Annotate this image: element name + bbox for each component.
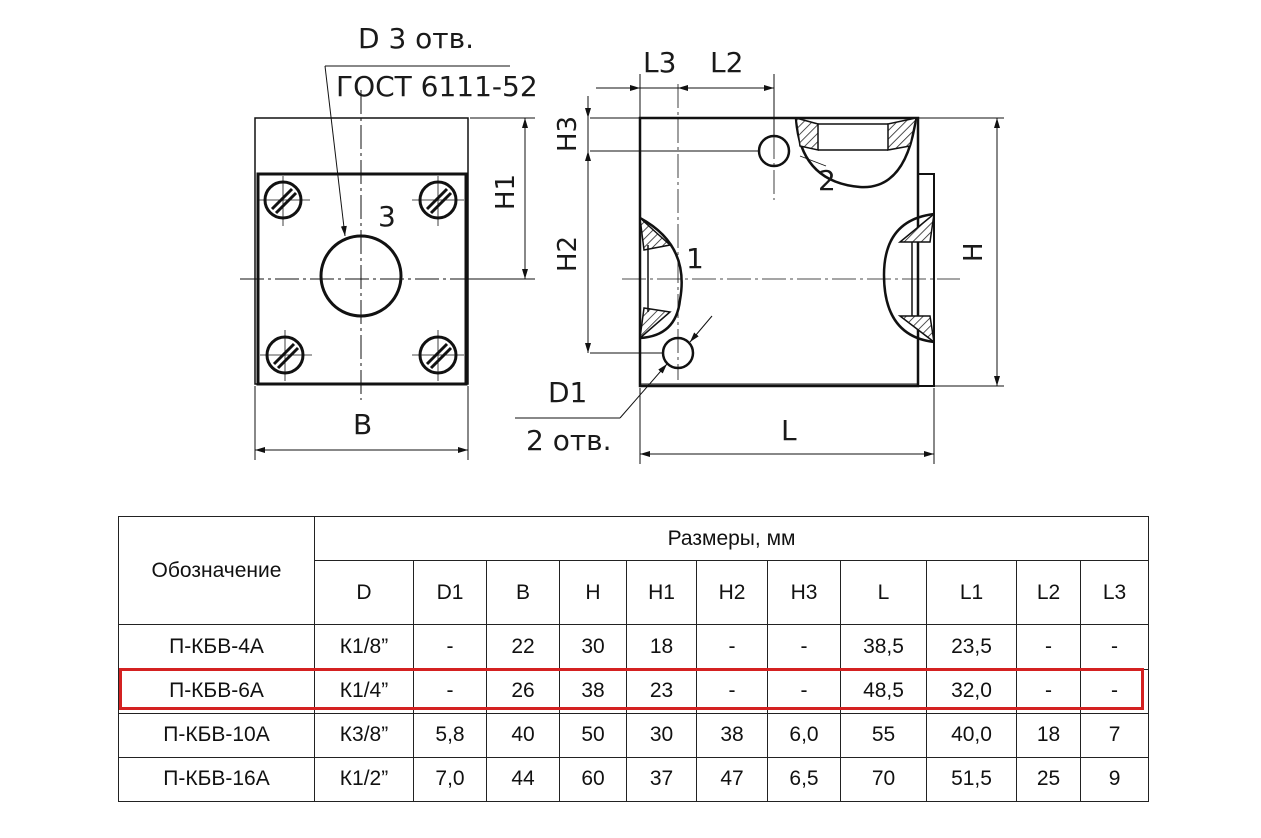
value-cell-d1: - — [413, 624, 487, 670]
value-cell-h1: 30 — [626, 712, 697, 758]
side-view — [515, 74, 1004, 464]
technical-drawing: D 3 отв. ГОСТ 6111-52 3 B H1 L3 L2 H3 H2… — [240, 22, 1004, 464]
value-cell-d1: 5,8 — [413, 712, 487, 758]
designation-header: Обозначение — [118, 515, 315, 626]
value-cell-d1: 7,0 — [413, 756, 487, 803]
value-cell-d: К1/8” — [314, 624, 414, 670]
value-cell-l2: - — [1016, 624, 1081, 670]
column-header-h1: H1 — [626, 560, 697, 626]
value-cell-h2: 47 — [696, 756, 768, 803]
value-cell-l1: 23,5 — [926, 624, 1017, 670]
value-cell-l1: 40,0 — [926, 712, 1017, 758]
label-h3: H3 — [553, 116, 583, 152]
value-cell-l3: 9 — [1079, 756, 1150, 803]
column-header-d1: D1 — [413, 560, 487, 626]
designation-cell: П-КБВ-4А — [118, 624, 315, 670]
column-header-h2: H2 — [696, 560, 768, 626]
designation-cell: П-КБВ-16А — [118, 756, 315, 803]
value-cell-b: 40 — [486, 712, 560, 758]
column-header-b: B — [486, 560, 560, 626]
label-b: B — [353, 408, 372, 441]
value-cell-l: 70 — [840, 756, 927, 803]
column-header-l2: L2 — [1016, 560, 1081, 626]
label-d1-holes: 2 отв. — [526, 424, 612, 457]
value-cell-l3: - — [1079, 624, 1150, 670]
value-cell-l: 55 — [840, 712, 927, 758]
value-cell-h3: 6,5 — [767, 756, 841, 803]
column-header-l: L — [840, 560, 927, 626]
value-cell-l1: 51,5 — [926, 756, 1017, 803]
label-l2: L2 — [710, 46, 743, 79]
value-cell-h: 60 — [559, 756, 627, 803]
value-cell-h1: 18 — [626, 624, 697, 670]
label-port-1: 1 — [686, 242, 704, 275]
value-cell-l3: - — [1079, 668, 1150, 714]
value-cell-h: 50 — [559, 712, 627, 758]
value-cell-h2: 38 — [696, 712, 768, 758]
value-cell-h3: - — [767, 624, 841, 670]
label-h: H — [959, 242, 989, 262]
front-view — [240, 65, 535, 460]
column-header-l1: L1 — [926, 560, 1017, 626]
label-port-2: 2 — [818, 164, 836, 197]
value-cell-d: К3/8” — [314, 712, 414, 758]
value-cell-b: 22 — [486, 624, 560, 670]
label-h1: H1 — [491, 174, 521, 210]
value-cell-l2: - — [1016, 668, 1081, 714]
value-cell-h3: 6,0 — [767, 712, 841, 758]
label-port-3: 3 — [378, 200, 396, 233]
label-h2: H2 — [553, 236, 583, 272]
column-header-h: H — [559, 560, 627, 626]
drawing-labels: D 3 отв. ГОСТ 6111-52 3 B H1 L3 L2 H3 H2… — [336, 22, 989, 457]
label-gost: ГОСТ 6111-52 — [336, 70, 538, 103]
label-l: L — [781, 414, 797, 447]
value-cell-d: К1/4” — [314, 668, 414, 714]
value-cell-b: 26 — [486, 668, 560, 714]
value-cell-h2: - — [696, 668, 768, 714]
value-cell-l: 48,5 — [840, 668, 927, 714]
dimensions-header: Размеры, мм — [313, 515, 1150, 562]
value-cell-l2: 18 — [1016, 712, 1081, 758]
value-cell-l: 38,5 — [840, 624, 927, 670]
label-d1: D1 — [548, 376, 587, 409]
designation-cell: П-КБВ-6А — [118, 668, 315, 714]
value-cell-h1: 23 — [626, 668, 697, 714]
value-cell-h1: 37 — [626, 756, 697, 803]
value-cell-l2: 25 — [1016, 756, 1081, 803]
value-cell-l3: 7 — [1079, 712, 1150, 758]
value-cell-h: 30 — [559, 624, 627, 670]
value-cell-h3: - — [767, 668, 841, 714]
label-l3: L3 — [643, 46, 676, 79]
value-cell-b: 44 — [486, 756, 560, 803]
column-header-h3: H3 — [767, 560, 841, 626]
value-cell-d1: - — [413, 668, 487, 714]
value-cell-h2: - — [696, 624, 768, 670]
value-cell-l1: 32,0 — [926, 668, 1017, 714]
label-d-holes: D 3 отв. — [358, 22, 474, 55]
column-header-l3: L3 — [1079, 560, 1150, 626]
value-cell-d: К1/2” — [314, 756, 414, 803]
value-cell-h: 38 — [559, 668, 627, 714]
column-header-d: D — [314, 560, 414, 626]
designation-cell: П-КБВ-10А — [118, 712, 315, 758]
